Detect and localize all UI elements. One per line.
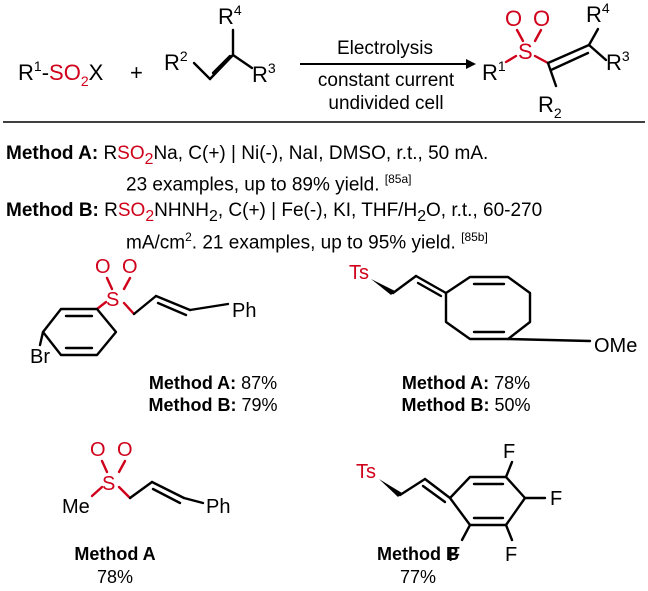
svg-text:OMe: OMe	[594, 335, 637, 357]
example-3-yield: 78%	[97, 567, 133, 587]
svg-text:Ph: Ph	[206, 496, 230, 518]
method-b-line-2: mA/cm2. 21 examples, up to 95% yield. [8…	[126, 230, 488, 254]
svg-text:S: S	[102, 473, 115, 495]
svg-text:R3: R3	[252, 60, 276, 87]
svg-text:Br: Br	[30, 346, 50, 368]
svg-text:S: S	[106, 289, 119, 311]
product-vinyl-sulfone: O O S R1 R4 R3 R2	[482, 0, 630, 121]
example-4-yield: 77%	[400, 567, 436, 587]
svg-text:O: O	[122, 256, 138, 278]
svg-text:R2: R2	[538, 92, 562, 121]
svg-text:Ts: Ts	[356, 461, 376, 483]
example-1-structure: O O S Br Ph	[30, 256, 256, 368]
svg-text:F: F	[503, 441, 515, 463]
method-b-line-1: Method B: RSO2NHNH2, C(+) | Fe(-), KI, T…	[6, 200, 543, 225]
example-1-method-a: Method A: 87%	[149, 373, 277, 393]
svg-text:O: O	[90, 439, 106, 461]
method-a-line-1: Method A: RSO2Na, C(+) | Ni(-), NaI, DMS…	[6, 143, 489, 168]
svg-text:O: O	[95, 256, 111, 278]
svg-text:S: S	[518, 39, 533, 64]
svg-text:Electrolysis: Electrolysis	[337, 38, 433, 59]
reagent1-r: R	[18, 60, 34, 85]
svg-text:Ph: Ph	[232, 300, 256, 322]
svg-text:R4: R4	[218, 2, 242, 29]
reaction-arrow: Electrolysis constant current undivided …	[300, 38, 476, 114]
svg-text:Me: Me	[62, 496, 90, 518]
svg-text:undivided cell: undivided cell	[328, 93, 443, 114]
svg-text:R4: R4	[586, 0, 610, 27]
svg-text:O: O	[533, 6, 550, 31]
example-4-method: Method B	[377, 544, 459, 564]
example-2-method-b: Method B: 50%	[401, 395, 530, 415]
example-2-structure: Ts OMe	[349, 262, 637, 357]
reagent-sulfonyl: R1-SO2X	[18, 58, 104, 89]
svg-text:constant current: constant current	[318, 70, 455, 91]
example-1-method-b: Method B: 79%	[148, 395, 277, 415]
svg-text:R3: R3	[606, 48, 630, 75]
svg-text:R1-SO2X: R1-SO2X	[18, 58, 104, 89]
svg-text:F: F	[505, 544, 517, 566]
example-3-structure: O O S Me Ph	[62, 439, 230, 518]
svg-text:O: O	[117, 439, 133, 461]
example-2-method-a: Method A: 78%	[402, 373, 530, 393]
method-a-line-2: 23 examples, up to 89% yield. [85a]	[126, 172, 412, 196]
example-4-structure: Ts F F F F F F	[356, 441, 562, 566]
svg-text:R1: R1	[482, 58, 506, 85]
svg-text:R2: R2	[164, 48, 188, 75]
svg-text:O: O	[505, 6, 522, 31]
example-3-method: Method A	[74, 544, 155, 564]
svg-text:Ts: Ts	[349, 262, 369, 284]
plus-sign: +	[130, 60, 143, 85]
reagent-alkene: R2 R4 R3	[164, 2, 276, 87]
svg-text:F: F	[550, 488, 562, 510]
svg-text:F: F	[448, 544, 460, 566]
